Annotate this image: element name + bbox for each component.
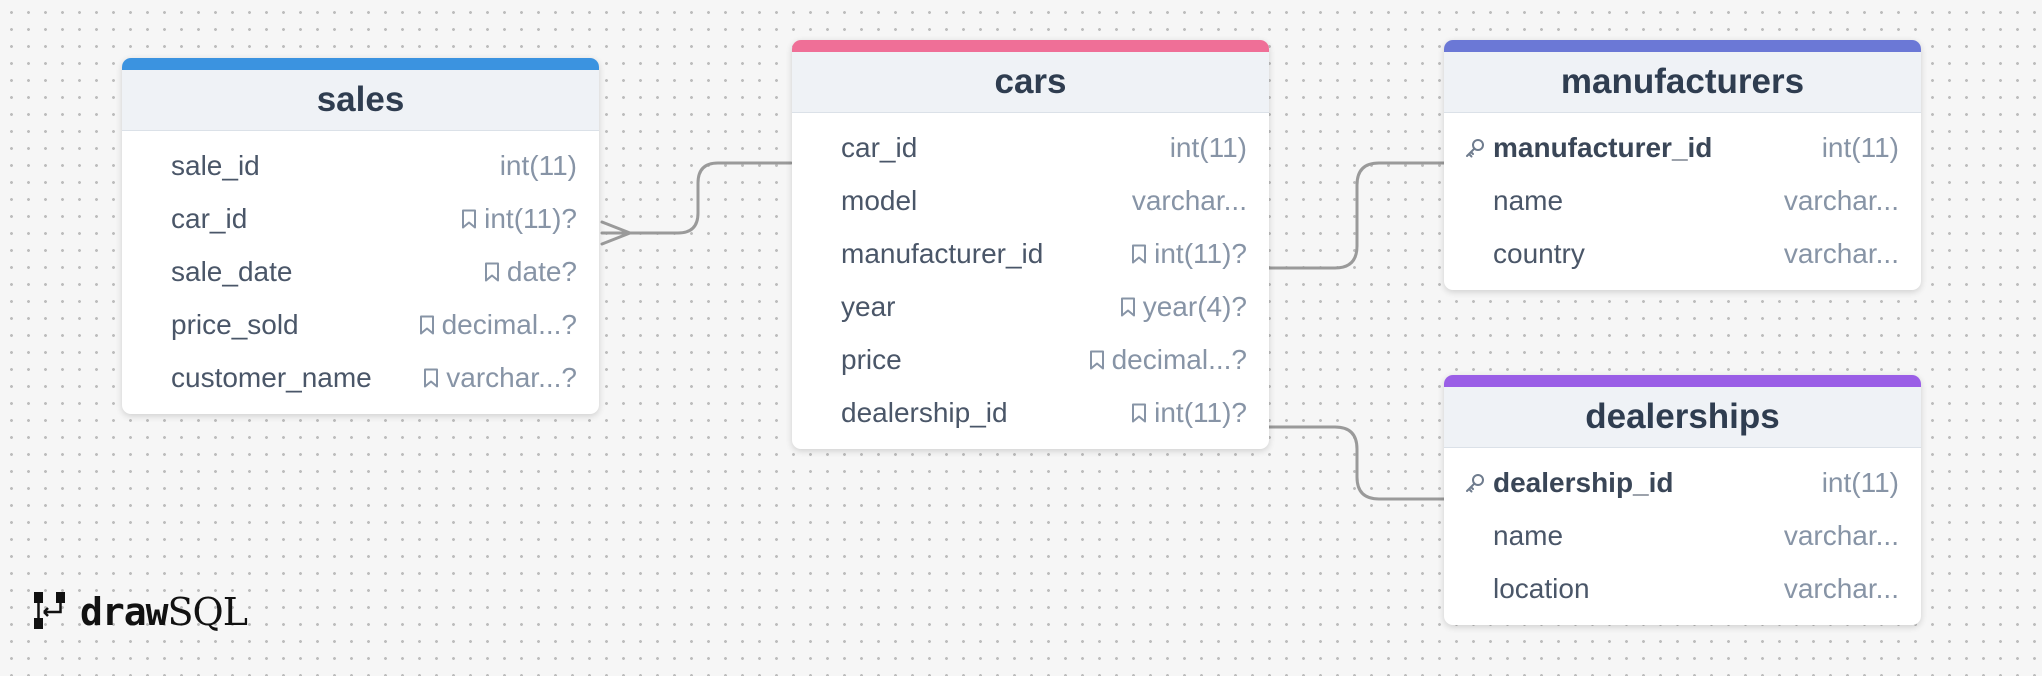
- column-row[interactable]: car_id int(11)?: [122, 192, 599, 245]
- column-name: name: [1493, 184, 1564, 216]
- column-type: int(11): [1169, 131, 1247, 163]
- column-type: date?: [484, 256, 577, 288]
- column-row[interactable]: car_id int(11): [792, 121, 1269, 174]
- column-row[interactable]: model varchar...: [792, 174, 1269, 227]
- drawsql-wordmark: drawSQL: [80, 590, 248, 634]
- column-type: year(4)?: [1120, 291, 1247, 323]
- column-row[interactable]: price decimal...?: [792, 333, 1269, 386]
- relation-cars-sales[interactable]: [600, 161, 793, 235]
- column-type: int(11): [1821, 466, 1899, 498]
- column-row[interactable]: location varchar...: [1444, 562, 1921, 615]
- column-row[interactable]: name varchar...: [1444, 174, 1921, 227]
- relation-cars-manufacturers[interactable]: [1267, 161, 1447, 270]
- column-name: year: [841, 290, 896, 322]
- table-title: manufacturers: [1444, 52, 1921, 113]
- column-name: name: [1493, 519, 1564, 551]
- crows-foot-many-icon: [600, 220, 632, 246]
- column-name: sale_id: [171, 149, 260, 181]
- table-manufacturers[interactable]: manufacturers manufacturer_id int(11) na…: [1444, 40, 1921, 290]
- relation-cars-dealerships[interactable]: [1267, 425, 1447, 501]
- table-title: dealerships: [1444, 387, 1921, 448]
- bookmark-icon: [419, 315, 435, 335]
- bookmark-icon: [1131, 244, 1147, 264]
- column-list: car_id int(11) model varchar... manufact…: [792, 113, 1269, 449]
- column-row[interactable]: manufacturer_id int(11): [1444, 121, 1921, 174]
- column-row[interactable]: country varchar...: [1444, 227, 1921, 280]
- bookmark-icon: [461, 209, 477, 229]
- drawsql-logo-icon: [34, 592, 65, 629]
- table-sales[interactable]: sales sale_id int(11) car_id int(11)? sa…: [122, 58, 599, 414]
- table-color-bar: [1444, 40, 1921, 52]
- column-type: varchar...: [1783, 184, 1899, 216]
- table-title: sales: [122, 70, 599, 131]
- column-row[interactable]: manufacturer_id int(11)?: [792, 227, 1269, 280]
- column-name: dealership_id: [1493, 466, 1674, 498]
- column-row[interactable]: sale_date date?: [122, 245, 599, 298]
- column-type: varchar...: [1783, 519, 1899, 551]
- column-row[interactable]: sale_id int(11): [122, 139, 599, 192]
- column-name: dealership_id: [841, 396, 1008, 428]
- table-color-bar: [792, 40, 1269, 52]
- column-row[interactable]: customer_name varchar...?: [122, 351, 599, 404]
- column-name: price: [841, 343, 902, 375]
- column-name: model: [841, 184, 918, 216]
- column-row[interactable]: dealership_id int(11): [1444, 456, 1921, 509]
- table-color-bar: [122, 58, 599, 70]
- column-name: sale_date: [171, 255, 293, 287]
- column-type: int(11)?: [1131, 397, 1247, 429]
- column-name: country: [1493, 237, 1585, 269]
- bookmark-icon: [484, 262, 500, 282]
- column-row[interactable]: name varchar...: [1444, 509, 1921, 562]
- column-type: int(11): [1821, 131, 1899, 163]
- column-type: int(11)?: [461, 203, 577, 235]
- bookmark-icon: [1120, 297, 1136, 317]
- column-row[interactable]: year year(4)?: [792, 280, 1269, 333]
- column-list: dealership_id int(11) name varchar... lo…: [1444, 448, 1921, 625]
- column-type: varchar...: [1783, 572, 1899, 604]
- column-name: location: [1493, 572, 1590, 604]
- column-type: int(11)?: [1131, 238, 1247, 270]
- column-name: price_sold: [171, 308, 299, 340]
- table-color-bar: [1444, 375, 1921, 387]
- primary-key-icon: [1464, 472, 1493, 494]
- table-title: cars: [792, 52, 1269, 113]
- column-row[interactable]: dealership_id int(11)?: [792, 386, 1269, 439]
- column-type: varchar...: [1783, 237, 1899, 269]
- column-name: customer_name: [171, 361, 372, 393]
- column-list: sale_id int(11) car_id int(11)? sale_dat…: [122, 131, 599, 414]
- primary-key-icon: [1464, 137, 1493, 159]
- column-type: int(11): [499, 149, 577, 181]
- column-type: decimal...?: [419, 309, 577, 341]
- column-name: car_id: [171, 202, 248, 234]
- bookmark-icon: [423, 368, 439, 388]
- table-cars[interactable]: cars car_id int(11) model varchar... man…: [792, 40, 1269, 449]
- bookmark-icon: [1131, 403, 1147, 423]
- column-type: varchar...: [1131, 184, 1247, 216]
- column-type: decimal...?: [1089, 344, 1247, 376]
- column-name: car_id: [841, 131, 918, 163]
- column-list: manufacturer_id int(11) name varchar... …: [1444, 113, 1921, 290]
- column-name: manufacturer_id: [1493, 131, 1713, 163]
- bookmark-icon: [1089, 350, 1105, 370]
- table-dealerships[interactable]: dealerships dealership_id int(11) name v…: [1444, 375, 1921, 625]
- column-type: varchar...?: [423, 362, 577, 394]
- column-name: manufacturer_id: [841, 237, 1044, 269]
- column-row[interactable]: price_sold decimal...?: [122, 298, 599, 351]
- drawsql-logo[interactable]: drawSQL: [32, 590, 248, 634]
